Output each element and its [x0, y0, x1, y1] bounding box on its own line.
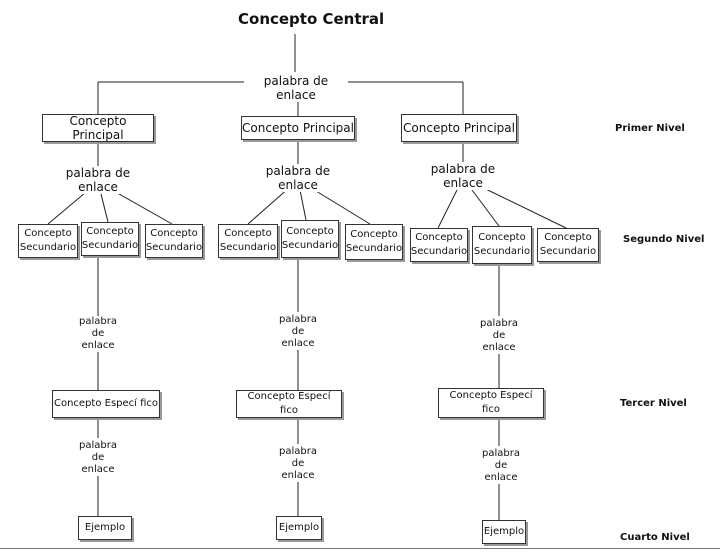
- secondary-concept: Concepto Secundario: [472, 226, 532, 264]
- bottom-divider: [0, 548, 720, 549]
- secondary-concept: Concepto Secundario: [537, 228, 599, 262]
- link-word-main: palabra de enlace: [244, 74, 348, 102]
- link-word: palabra de enlace: [68, 440, 128, 476]
- level-label-tercer: Tercer Nivel: [620, 398, 687, 409]
- level-label-cuarto: Cuarto Nivel: [620, 532, 690, 543]
- link-word: palabra de enlace: [268, 314, 328, 350]
- example-box: Ejemplo: [482, 520, 526, 544]
- principal-concept: Concepto Principal: [241, 116, 355, 140]
- example-box: Ejemplo: [276, 516, 322, 540]
- link-word: palabra de enlace: [268, 446, 328, 482]
- link-word: palabra de enlace: [46, 166, 150, 194]
- secondary-concept: Concepto Secundario: [410, 228, 468, 262]
- central-concept: Concepto Central: [238, 10, 385, 28]
- specific-concept: Concepto Especí fico: [438, 388, 544, 418]
- specific-concept: Concepto Especí fico: [236, 390, 342, 418]
- specific-concept: Concepto Especí fico: [52, 390, 160, 418]
- secondary-concept: Concepto Secundario: [218, 224, 278, 258]
- principal-concept: Concepto Principal: [42, 114, 154, 142]
- secondary-concept: Concepto Secundario: [81, 222, 139, 256]
- link-word: palabra de enlace: [246, 164, 350, 192]
- link-word: palabra de enlace: [411, 162, 515, 190]
- link-word: palabra de enlace: [68, 316, 128, 352]
- principal-concept: Concepto Principal: [401, 114, 517, 142]
- secondary-concept: Concepto Secundario: [281, 220, 339, 258]
- level-label-segundo: Segundo Nivel: [623, 234, 705, 245]
- secondary-concept: Concepto Secundario: [345, 224, 403, 260]
- secondary-concept: Concepto Secundario: [18, 224, 78, 258]
- secondary-concept: Concepto Secundario: [145, 224, 203, 258]
- example-box: Ejemplo: [78, 516, 132, 540]
- level-label-primer: Primer Nivel: [615, 123, 685, 134]
- link-word: palabra de enlace: [469, 318, 529, 354]
- link-word: palabra de enlace: [471, 448, 531, 484]
